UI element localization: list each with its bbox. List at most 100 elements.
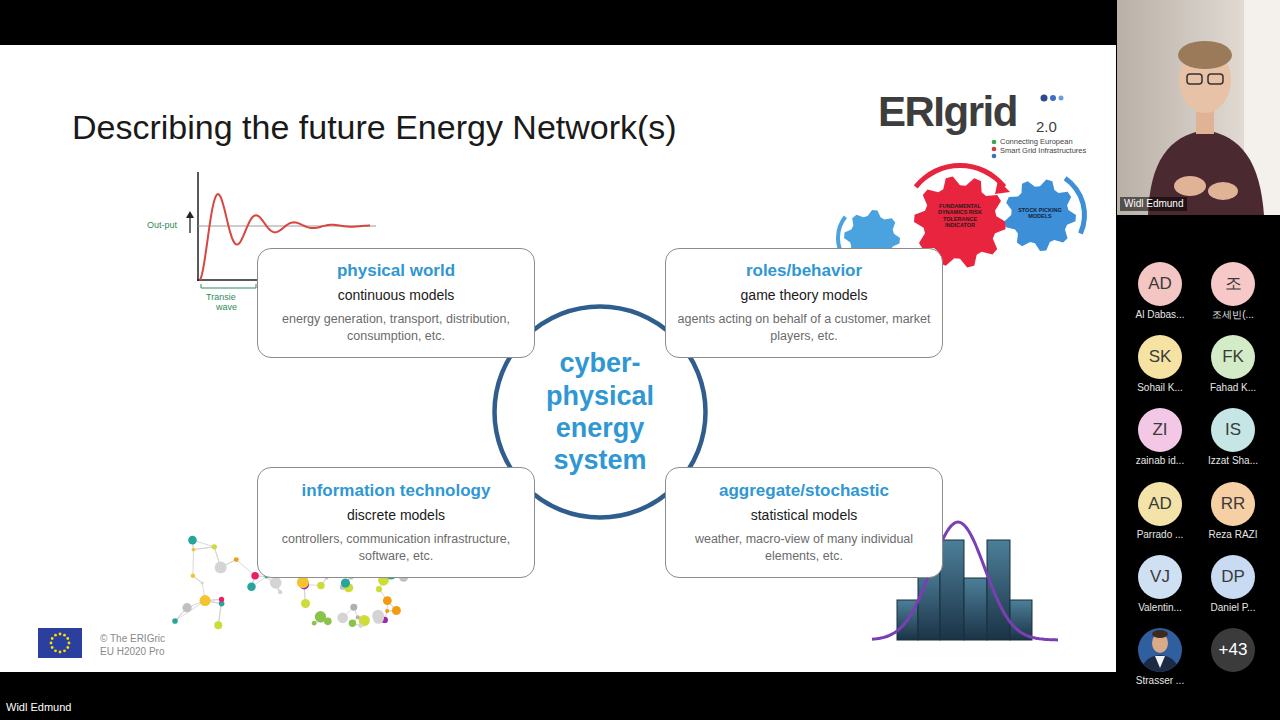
network-dot [383,596,392,605]
gear-blue [1005,180,1076,251]
network-dot [392,606,401,615]
category-box: physical worldcontinuous modelsenergy ge… [257,248,535,358]
gear-text: STOCK PICKING MODELS [1015,207,1065,220]
eu-star [54,649,57,652]
avatar-initials: VJ [1124,555,1196,599]
copyright-note: © The ERIGric [100,633,165,645]
eu-star [51,637,54,640]
participant-name: Daniel P... [1197,602,1269,614]
gear-arrow [1064,176,1087,234]
gear-arrowhead [995,180,1010,194]
model-type: discrete models [347,507,445,524]
gear-text: FUNDAMENTAL DYNAMICS RISK TOLERANCE INDI… [928,203,992,228]
eu-star [63,634,66,637]
network-dot [312,621,317,626]
box-heading: aggregate/stochastic [719,481,889,501]
network-dot [317,582,325,590]
presenter-name: Widl Edmund [6,701,71,714]
network-dot [201,582,204,585]
network-dot [341,578,350,587]
speaker-hand [1208,182,1238,200]
avatar-initials: AD [1124,482,1196,526]
histogram-bar [964,578,987,640]
network-dot [182,603,191,612]
participant-name: Parrado ... [1124,529,1196,541]
network-dot [385,609,389,613]
photo-background [1136,626,1184,674]
speaker-hair [1178,41,1232,69]
logo-wordmark: ERIgrid [878,88,1017,136]
participant-avatar: DP Daniel P... [1197,555,1269,614]
box-description: weather, macro-view of many individual e… [676,531,932,565]
logo-dot [1050,95,1056,101]
participant-avatar: ISIzzat Sha... [1197,408,1269,467]
speaker-name-tag: Widl Edmund [1120,197,1187,211]
eu-star [54,634,57,637]
participant-name: Reza RAZI [1197,529,1269,541]
network-link [192,550,194,576]
participant-avatar: VJValentin... [1124,555,1196,614]
photo-suit [1140,655,1180,676]
box-heading: physical world [337,261,455,281]
chart-label: Transie [206,292,236,302]
logo-version: 2.0 [1036,118,1057,135]
network-dot [349,620,356,627]
network-dot [270,577,282,589]
histogram-bar [987,540,1010,640]
network-dot [251,572,258,579]
avatar-initials: FK [1197,335,1269,379]
eu-star [51,646,54,649]
box-description: controllers, communication infrastructur… [268,531,524,565]
model-type: game theory models [741,287,868,304]
eu-flag [38,628,82,658]
model-type: statistical models [751,507,858,524]
participant-name: Fahad K... [1197,382,1269,394]
logo-dot [992,140,997,145]
more-participants: +43 [1197,628,1269,672]
network-dot [219,597,224,602]
video-background [1117,0,1280,215]
logo-dot [992,147,997,152]
box-description: agents acting on behalf of a customer, m… [676,311,932,345]
logo-dot [1041,95,1048,102]
logo-tagline: Connecting European [1000,138,1073,147]
avatar-initials: RR [1197,482,1269,526]
histogram-bar [940,540,964,640]
network-dot [188,536,197,545]
participant-avatar: RR Reza RAZI [1197,482,1269,541]
eu-star [66,637,69,640]
speaker-hand [1174,176,1206,196]
network-dot [211,544,216,549]
photo-hair [1152,630,1168,638]
participant-photo [1136,626,1184,676]
participant-avatar: ZIzainab id... [1124,408,1196,467]
avatar-initials: DP [1197,555,1269,599]
network-dot [214,621,222,629]
network-dot [376,586,382,592]
avatar-initials: ZI [1124,408,1196,452]
slide-background [0,45,1116,672]
network-dot [359,624,363,628]
network-dot [191,574,195,578]
network-link [193,547,214,550]
network-dot [247,583,256,592]
eu-star [66,646,69,649]
box-heading: information technology [302,481,491,501]
network-dot [301,599,310,608]
output-arrowhead [186,211,194,218]
participant-avatar: ADAl Dabas... [1124,262,1196,321]
speaker-glasses [1187,74,1202,84]
participant-avatar: AD Parrado ... [1124,482,1196,541]
participant-name: Al Dabas... [1124,309,1196,321]
logo-dot [1059,96,1064,101]
network-dot [234,557,239,562]
avatar-initials: SK [1124,335,1196,379]
participant-name: Izzat Sha... [1197,455,1269,467]
network-dot [315,611,326,622]
avatar-initials: 조 [1197,262,1269,306]
box-description: energy generation, transport, distributi… [268,311,524,345]
participant-name: Sohail K... [1124,382,1196,394]
avatar-initials: +43 [1197,628,1269,672]
